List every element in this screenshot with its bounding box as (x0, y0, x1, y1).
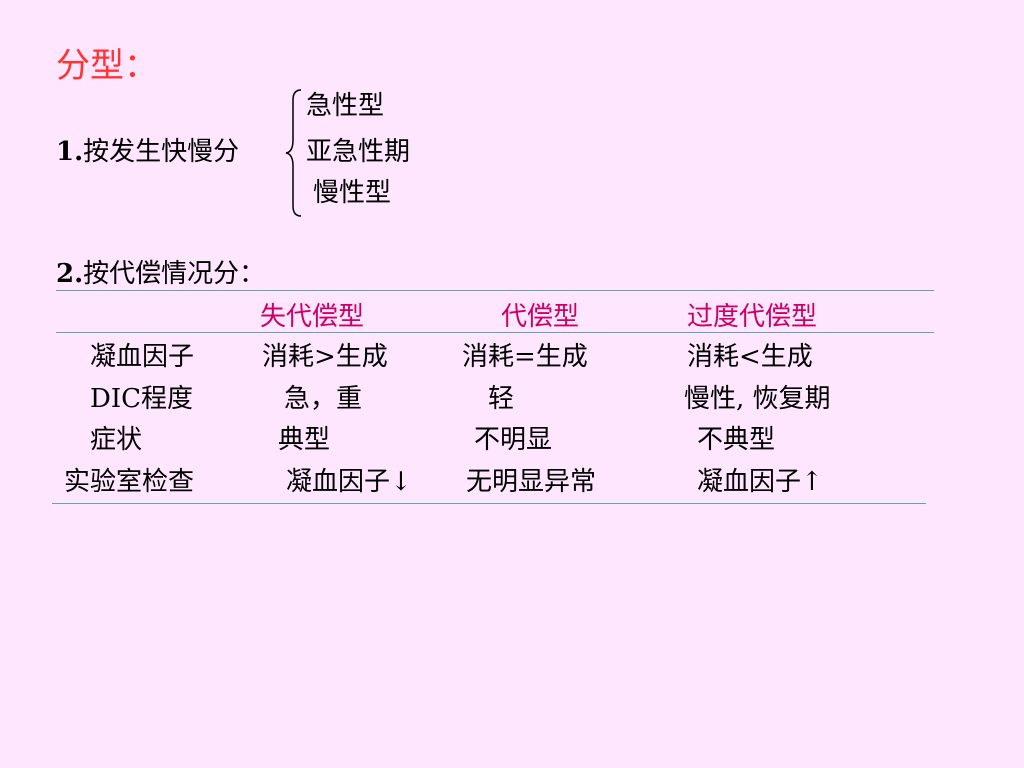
header-decompensated: 失代偿型 (260, 302, 365, 332)
section1-text: 按发生快慢分 (83, 137, 240, 167)
table-cell: 不典型 (697, 425, 776, 455)
row-label: 症状 (90, 425, 143, 455)
header-overcompensated: 过度代偿型 (687, 302, 818, 332)
option-subacute: 亚急性期 (306, 137, 411, 167)
table-cell: 急，重 (284, 384, 363, 414)
table-cell: 轻 (488, 384, 515, 414)
option-chronic: 慢性型 (313, 178, 392, 208)
section2-text: 按代偿情况分： (83, 259, 266, 289)
table-cell: 典型 (278, 425, 331, 455)
table-cell: 无明显异常 (466, 467, 597, 497)
section2-label: 2.按代偿情况分： (56, 259, 265, 289)
row-label: DIC程度 (90, 384, 194, 414)
table-cell: 不明显 (474, 425, 553, 455)
section1-label: 1.按发生快慢分 (56, 137, 239, 167)
table-cell: 消耗=生成 (462, 342, 588, 372)
option-acute: 急性型 (306, 91, 385, 121)
table-cell: 消耗<生成 (687, 342, 813, 372)
table-cell: 凝血因子↓ (286, 467, 412, 497)
row-label: 实验室检查 (64, 467, 195, 497)
brace-icon (285, 89, 302, 217)
section1-number: 1. (56, 137, 84, 167)
table-header-rule (56, 332, 934, 333)
table-cell: 消耗>生成 (262, 342, 388, 372)
row-label: 凝血因子 (90, 342, 195, 372)
table-top-rule (56, 290, 934, 291)
table-cell: 慢性, 恢复期 (684, 384, 831, 414)
section2-number: 2. (56, 259, 84, 289)
header-compensated: 代偿型 (501, 302, 580, 332)
table-bottom-rule (52, 503, 926, 504)
slide-title: 分型： (56, 46, 158, 86)
table-cell: 凝血因子↑ (697, 467, 823, 497)
